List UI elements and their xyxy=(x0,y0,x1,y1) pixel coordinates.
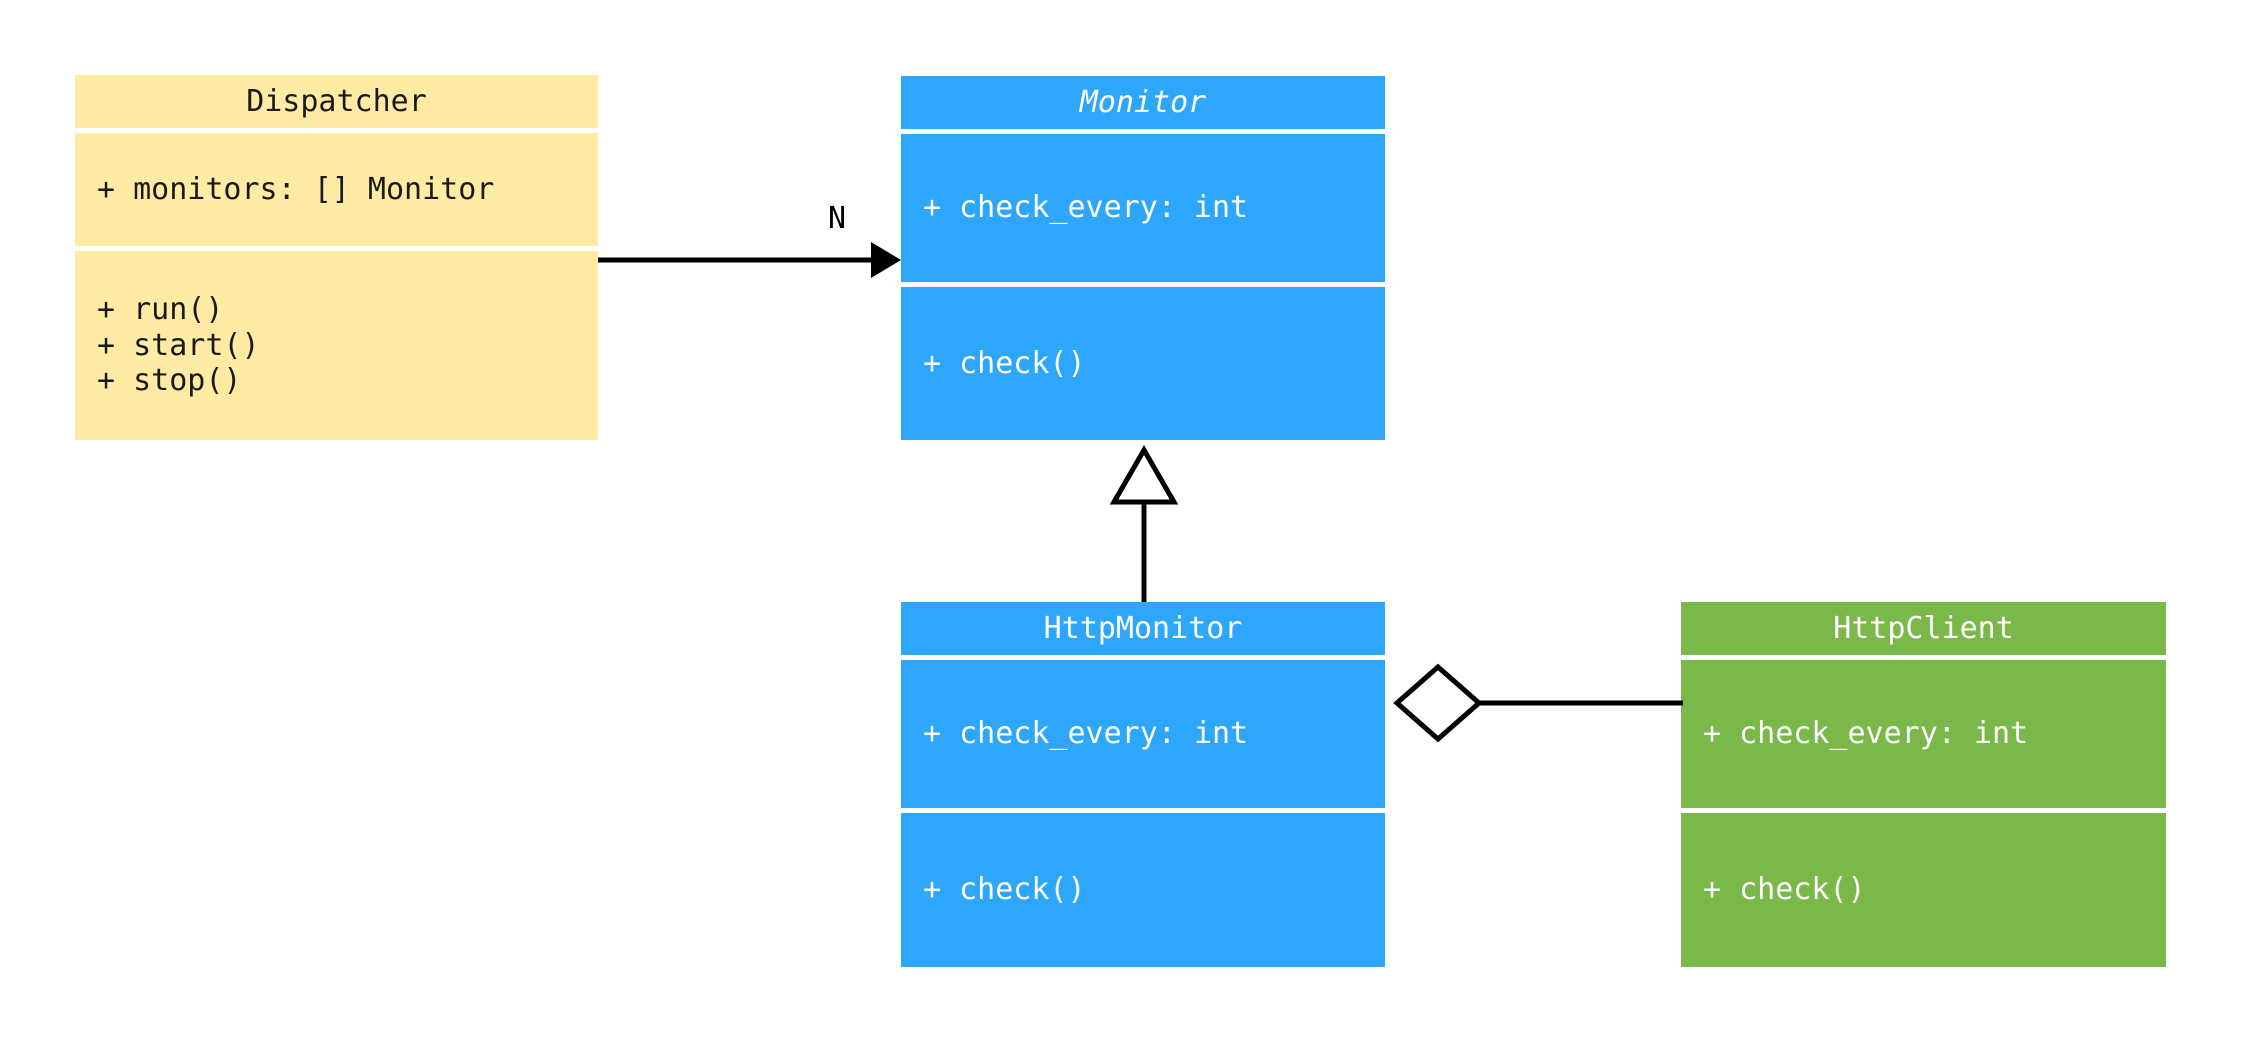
class-attribute: + check_every: int xyxy=(923,716,1249,752)
class-box-http-client[interactable]: HttpClient + check_every: int + check() xyxy=(1681,602,2166,972)
class-box-monitor[interactable]: Monitor + check_every: int + check() xyxy=(901,76,1385,445)
class-box-dispatcher[interactable]: Dispatcher + monitors: [] Monitor + run(… xyxy=(75,75,598,445)
class-attributes-compartment-http-monitor: + check_every: int xyxy=(901,660,1385,808)
class-title-compartment-http-monitor: HttpMonitor xyxy=(901,602,1385,655)
class-method: + check() xyxy=(923,872,1086,908)
class-box-http-monitor[interactable]: HttpMonitor + check_every: int + check() xyxy=(901,602,1385,972)
class-title-compartment-http-client: HttpClient xyxy=(1681,602,2166,655)
class-methods-compartment-dispatcher: + run() + start() + stop() xyxy=(75,251,598,440)
class-method: + check() xyxy=(923,345,1086,381)
class-name-dispatcher: Dispatcher xyxy=(246,84,427,119)
class-title-compartment-dispatcher: Dispatcher xyxy=(75,75,598,128)
relationship-label-multiplicity-n: N xyxy=(828,201,847,236)
class-name-monitor: Monitor xyxy=(1079,85,1207,120)
class-method: + stop() xyxy=(97,363,242,399)
class-attributes-compartment-monitor: + check_every: int xyxy=(901,134,1385,282)
relationship-dispatcher-to-monitor[interactable] xyxy=(598,220,908,320)
relationship-http-monitor-to-http-client[interactable] xyxy=(1385,655,1685,775)
class-title-compartment-monitor: Monitor xyxy=(901,76,1385,129)
class-attribute: + monitors: [] Monitor xyxy=(97,171,495,207)
class-method: + start() xyxy=(97,327,260,363)
relationship-http-monitor-to-monitor[interactable] xyxy=(1100,444,1190,605)
class-methods-compartment-http-client: + check() xyxy=(1681,813,2166,967)
class-methods-compartment-monitor: + check() xyxy=(901,287,1385,440)
class-attributes-compartment-dispatcher: + monitors: [] Monitor xyxy=(75,133,598,246)
class-attributes-compartment-http-client: + check_every: int xyxy=(1681,660,2166,808)
class-method: + run() xyxy=(97,292,224,328)
class-attribute: + check_every: int xyxy=(1703,716,2029,752)
class-methods-compartment-http-monitor: + check() xyxy=(901,813,1385,967)
class-name-http-monitor: HttpMonitor xyxy=(1043,611,1243,646)
class-name-http-client: HttpClient xyxy=(1833,611,2014,646)
class-attribute: + check_every: int xyxy=(923,190,1249,226)
class-method: + check() xyxy=(1703,872,1866,908)
